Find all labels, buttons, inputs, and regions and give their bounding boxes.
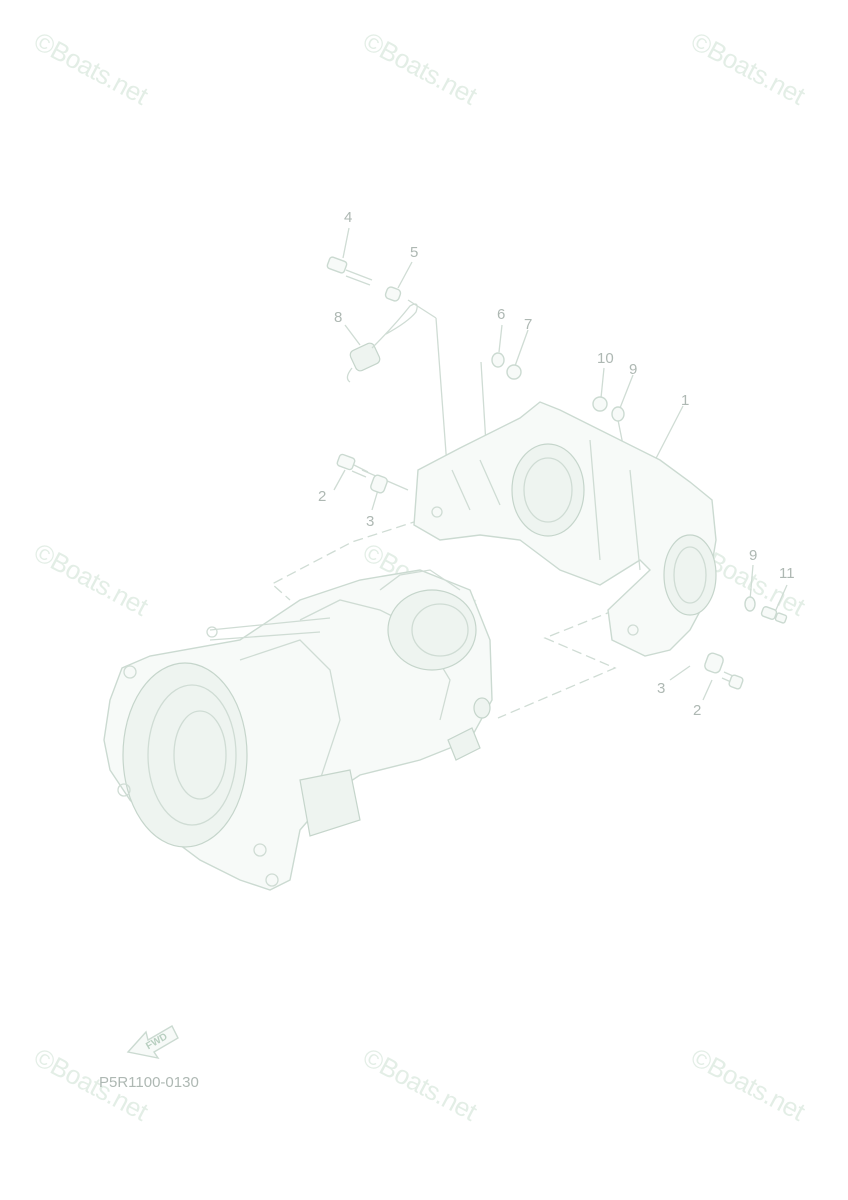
callout-2-right: 2: [693, 702, 702, 719]
callout-4: 4: [344, 209, 353, 226]
collar-3-right-shape: [704, 652, 724, 674]
washer-6-shape: [491, 352, 505, 368]
collar-3-left-shape: [370, 474, 388, 494]
alignment-lines: [270, 519, 617, 719]
callout-9-right: 9: [749, 547, 758, 564]
bolt-4-shape: [326, 256, 373, 286]
washer-9-right-shape: [744, 596, 756, 612]
callout-2-left: 2: [318, 488, 327, 505]
bolt-2-right-shape: [721, 671, 744, 690]
callout-3-right: 3: [657, 680, 666, 697]
nut-7-shape: [506, 364, 522, 380]
callout-6: 6: [497, 306, 506, 323]
bolt-11-shape: [760, 606, 788, 624]
washer-9-shape: [611, 406, 625, 422]
callout-5: 5: [410, 244, 419, 261]
hardware-parts: [326, 256, 788, 690]
callout-11: 11: [779, 565, 795, 582]
fwd-arrow-icon: FWD: [126, 1025, 179, 1060]
callout-1: 1: [681, 392, 690, 409]
jet-pump-housing-shape: [103, 569, 493, 891]
callout-8: 8: [334, 309, 343, 326]
callout-10: 10: [597, 350, 614, 367]
callout-3-left: 3: [366, 513, 375, 530]
collar-5-shape: [384, 286, 402, 302]
bolt-2-left-shape: [336, 453, 369, 478]
callout-9-top: 9: [629, 361, 638, 378]
nut-10-shape: [592, 396, 608, 412]
spring-8-shape: [346, 303, 418, 383]
callout-7: 7: [524, 316, 533, 333]
diagram-code: P5R1100-0130: [99, 1074, 199, 1091]
part-1-shape: [413, 401, 717, 657]
